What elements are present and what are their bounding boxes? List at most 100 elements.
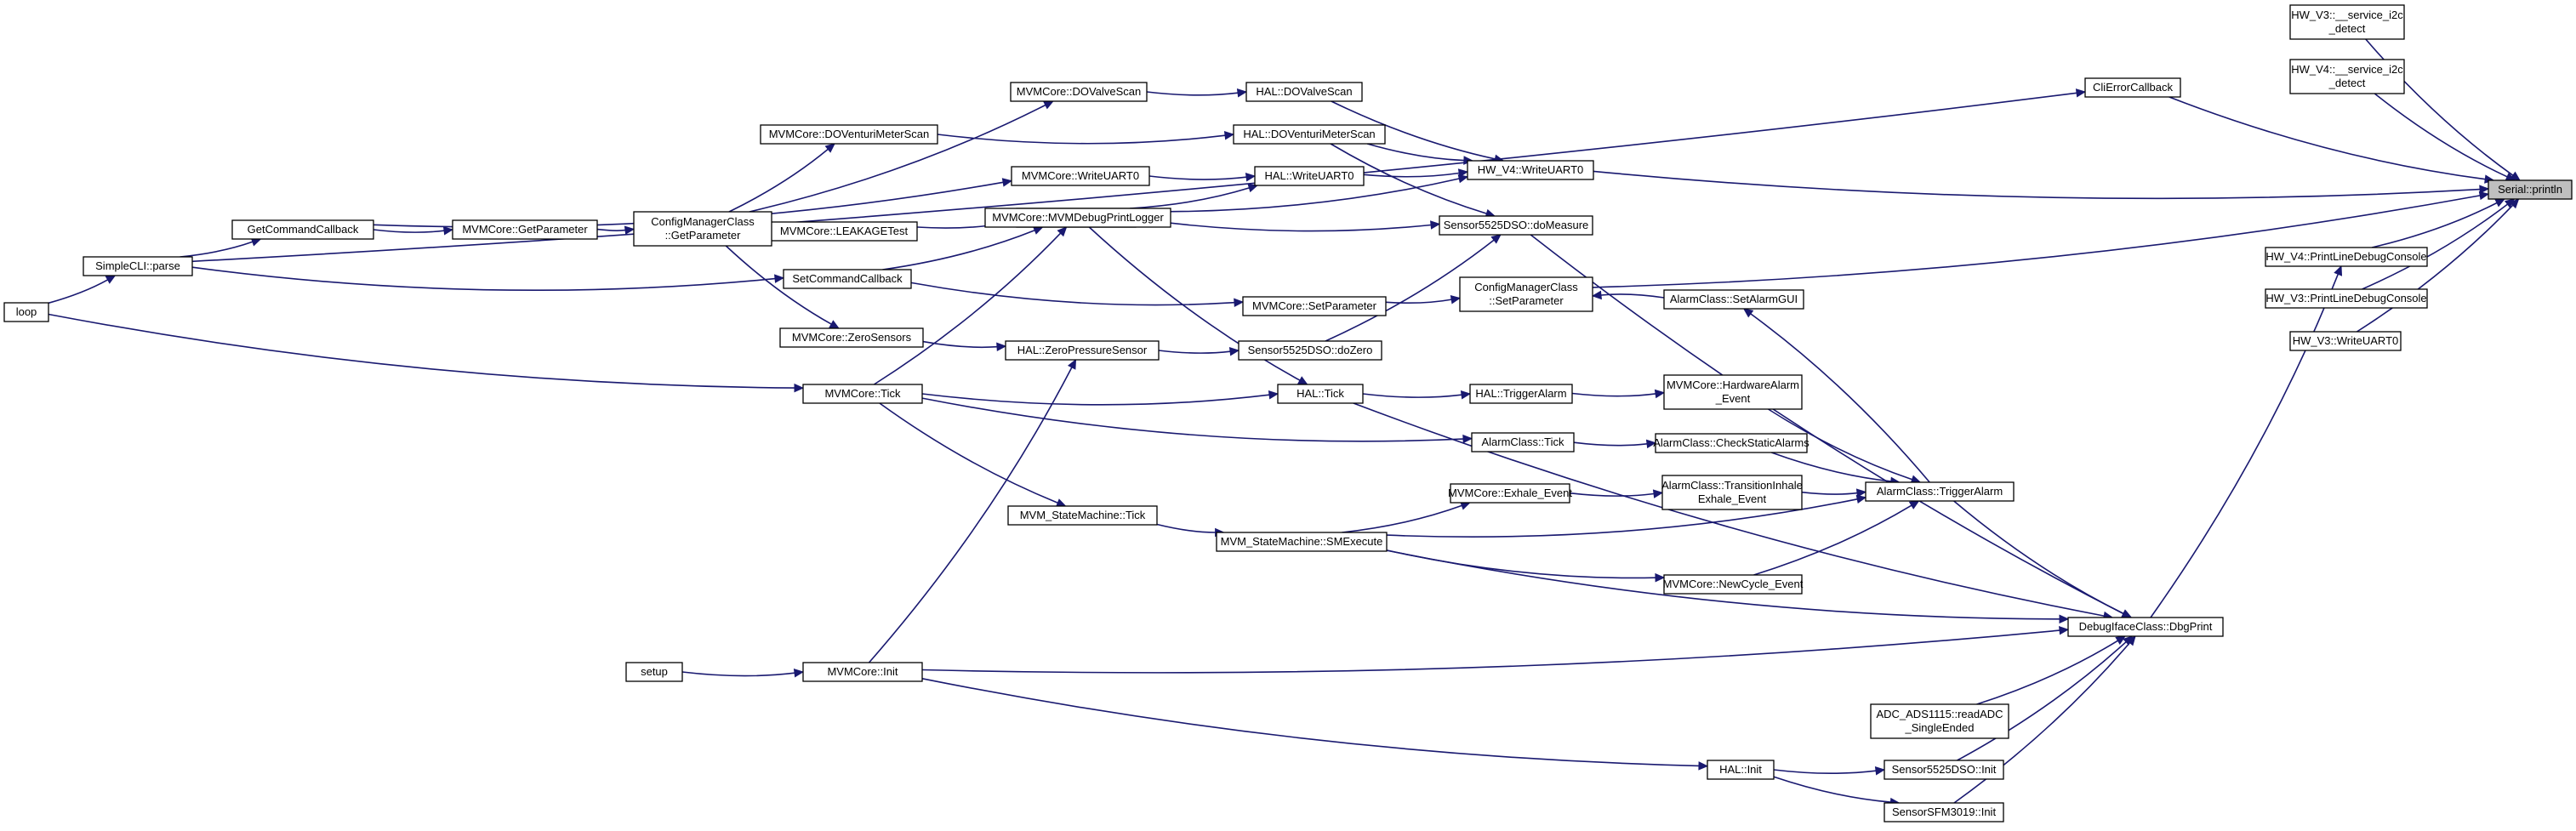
node-sensor5525-init[interactable]: Sensor5525DSO::Init: [1884, 760, 2004, 780]
node-sm-smexecute[interactable]: MVM_StateMachine::SMExecute: [1216, 532, 1388, 552]
node-hal-zeropressure[interactable]: HAL::ZeroPressureSensor: [1005, 340, 1160, 361]
node-hal-dovalvescan[interactable]: HAL::DOValveScan: [1245, 82, 1363, 102]
node-label: AlarmClass::TriggerAlarm: [1877, 485, 2003, 498]
edge-line: [1158, 350, 1231, 354]
node-hal-tick[interactable]: HAL::Tick: [1277, 384, 1364, 404]
edge-setcommandcallback-to-mvm_setparameter: [910, 282, 1245, 308]
edge-line: [1325, 239, 1495, 342]
edge-hwv4_i2c-to-serial_println: [2374, 93, 2516, 181]
node-sensorsfm-init[interactable]: SensorSFM3019::Init: [1884, 802, 2004, 822]
node-label: DebugIfaceClass::DbgPrint: [2079, 620, 2213, 633]
node-box: [1233, 124, 1386, 145]
node-hal-writeuart0[interactable]: HAL::WriteUART0: [1254, 166, 1365, 186]
edge-sensor5525_domeasure-to-dbgprint: [1530, 234, 2132, 618]
node-label: MVMCore::GetParameter: [462, 223, 588, 236]
arrowhead: [1001, 178, 1013, 187]
node-dbgprint[interactable]: DebugIfaceClass::DbgPrint: [2067, 617, 2224, 637]
arrowhead: [1908, 500, 1920, 509]
node-box: [1663, 289, 1804, 310]
edge-line: [2374, 93, 2508, 178]
arrowhead: [2075, 88, 2087, 98]
node-mvm-hwalarm-event[interactable]: MVMCore::HardwareAlarm_Event: [1663, 374, 1803, 410]
edge-sm_tick-to-sm_smexecute: [1156, 523, 1225, 538]
edge-line: [1135, 178, 1460, 213]
node-sensor5525-dozero[interactable]: Sensor5525DSO::doZero: [1238, 340, 1382, 361]
node-sensor5525-domeasure[interactable]: Sensor5525DSO::doMeasure: [1439, 215, 1593, 236]
node-hal-init[interactable]: HAL::Init: [1707, 760, 1775, 780]
node-hal-triggeralarm[interactable]: HAL::TriggerAlarm: [1469, 384, 1573, 404]
node-label: HAL::WriteUART0: [1265, 169, 1354, 182]
node-mvm-dovalvescan[interactable]: MVMCore::DOValveScan: [1010, 82, 1148, 102]
node-alarm-triggeralarm[interactable]: AlarmClass::TriggerAlarm: [1865, 481, 2015, 502]
node-alarm-tick[interactable]: AlarmClass::Tick: [1471, 432, 1575, 452]
node-hwv4-writeuart0[interactable]: HW_V4::WriteUART0: [1467, 160, 1594, 180]
node-mvm-newcycle[interactable]: MVMCore::NewCycle_Event: [1663, 574, 1804, 595]
arrowhead: [1457, 174, 1469, 184]
node-label: HAL::Tick: [1297, 387, 1344, 400]
edge-loop-to-simplecli_parse: [48, 275, 117, 305]
node-label: ADC_ADS1115::readADC: [1876, 708, 2003, 720]
node-mvm-debuglogger[interactable]: MVMCore::MVMDebugPrintLogger: [984, 208, 1171, 228]
node-mvm-setparameter[interactable]: MVMCore::SetParameter: [1242, 296, 1387, 316]
arrowhead: [1855, 488, 1867, 498]
node-label: Exhale_Event: [1698, 492, 1767, 505]
node-getcommandcallback[interactable]: GetCommandCallback: [231, 219, 374, 240]
node-mvm-tick[interactable]: MVMCore::Tick: [802, 384, 923, 404]
node-mvm-leakagetest[interactable]: MVMCore::LEAKAGETest: [770, 221, 918, 242]
node-mvm-writeuart0[interactable]: MVMCore::WriteUART0: [1011, 166, 1150, 186]
node-mvm-getparameter[interactable]: MVMCore::GetParameter: [452, 219, 598, 240]
node-box: [2067, 617, 2224, 637]
edge-line: [48, 279, 108, 305]
arrowhead: [1067, 358, 1077, 370]
node-simplecli-parse[interactable]: SimpleCLI::parse: [83, 256, 193, 276]
node-mvm-init[interactable]: MVMCore::Init: [802, 662, 923, 682]
node-alarm-checkstatic[interactable]: AlarmClass::CheckStaticAlarms: [1653, 433, 1809, 453]
node-mvm-zerosensors[interactable]: MVMCore::ZeroSensors: [779, 327, 924, 348]
edge-line: [1801, 491, 1858, 495]
node-serial-println[interactable]: Serial::println: [2488, 179, 2573, 200]
node-adc-readadc[interactable]: ADC_ADS1115::readADC_SingleEnded: [1870, 703, 2009, 739]
node-mvm-doventuri[interactable]: MVMCore::DOVenturiMeterScan: [760, 124, 938, 145]
edge-mvm_doventuri-to-hal_doventuri: [937, 130, 1235, 145]
node-hwv4-printline[interactable]: HW_V4::PrintLineDebugConsole: [2265, 247, 2428, 267]
arrowhead: [2121, 609, 2133, 618]
arrowhead: [1430, 220, 1441, 230]
edge-line: [921, 678, 1700, 767]
node-alarm-setalarmgui[interactable]: AlarmClass::SetAlarmGUI: [1663, 289, 1804, 310]
edge-cli_error-to-serial_println: [2169, 96, 2495, 184]
node-box: [1011, 166, 1150, 186]
arrowhead: [1234, 298, 1245, 308]
edge-mvm_setparameter-to-cfg_setparameter: [1385, 295, 1462, 305]
edge-mvm_writeuart0-to-hal_writeuart0: [1148, 172, 1257, 182]
edge-hwv3_writeuart0-to-serial_println: [2356, 198, 2520, 333]
arrowhead: [793, 668, 805, 678]
node-setup[interactable]: setup: [625, 662, 683, 682]
arrowhead: [1462, 434, 1473, 444]
node-cfg-setparameter[interactable]: ConfigManagerClass::SetParameter: [1459, 276, 1593, 312]
node-mvm-exhale-event[interactable]: MVMCore::Exhale_Event: [1448, 483, 1572, 504]
node-hwv3-writeuart0[interactable]: HW_V3::WriteUART0: [2289, 331, 2402, 351]
node-cli-error[interactable]: CliErrorCallback: [2084, 77, 2181, 98]
edge-hal_triggeralarm-to-mvm_hwalarm_event: [1571, 389, 1666, 399]
node-box: [1245, 82, 1363, 102]
node-box: [1884, 760, 2004, 780]
node-label: _Event: [1715, 392, 1751, 405]
arrowhead: [1655, 572, 1666, 583]
node-hwv3-i2c[interactable]: HW_V3::__service_i2c_detect: [2289, 4, 2405, 40]
node-setcommandcallback[interactable]: SetCommandCallback: [783, 269, 912, 289]
node-hwv3-printline[interactable]: HW_V3::PrintLineDebugConsole: [2265, 288, 2428, 309]
node-label: _detect: [2328, 22, 2366, 35]
node-sm-tick[interactable]: MVM_StateMachine::Tick: [1007, 505, 1158, 526]
edge-line: [1976, 640, 2118, 705]
node-label: HAL::ZeroPressureSensor: [1017, 344, 1148, 356]
node-box: [2488, 179, 2573, 200]
node-hwv4-i2c[interactable]: HW_V4::__service_i2c_detect: [2289, 59, 2405, 94]
node-label: ::SetParameter: [1489, 294, 1564, 307]
arrowhead: [2115, 635, 2127, 646]
node-hal-doventuri[interactable]: HAL::DOVenturiMeterScan: [1233, 124, 1386, 145]
node-box: [1870, 703, 2009, 739]
node-loop[interactable]: loop: [3, 302, 49, 322]
edge-line: [2362, 203, 2508, 290]
node-cfg-getparameter[interactable]: ConfigManagerClass::GetParameter: [633, 211, 772, 247]
